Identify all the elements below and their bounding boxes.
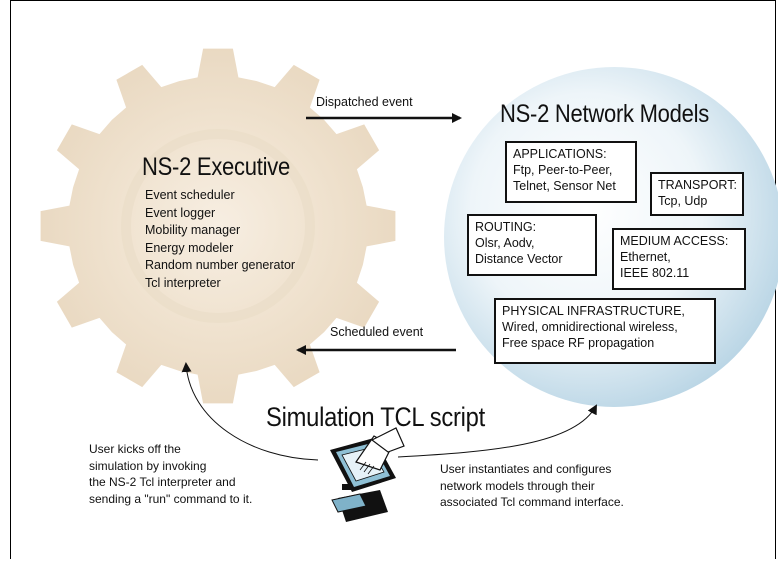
applications-line: Telnet, Sensor Net <box>513 179 616 193</box>
transport-box: TRANSPORT: Tcp, Udp <box>650 172 744 216</box>
routing-heading: ROUTING: <box>475 220 537 234</box>
configure-curve-arrow <box>397 404 597 458</box>
computer-icon <box>330 427 405 522</box>
executive-item: Random number generator <box>145 258 296 272</box>
dispatched-event-label: Dispatched event <box>316 95 413 109</box>
scheduled-event-label: Scheduled event <box>330 325 424 339</box>
applications-heading: APPLICATIONS: <box>513 147 607 161</box>
medium-access-line: IEEE 802.11 <box>620 266 690 280</box>
executive-item: Mobility manager <box>145 223 241 237</box>
executive-item: Event scheduler <box>145 188 235 202</box>
medium-access-line: Ethernet, <box>620 250 671 264</box>
executive-gear <box>40 48 396 404</box>
left-caption-line: User kicks off the <box>89 442 181 456</box>
physical-line: Wired, omnidirectional wireless, <box>502 320 678 334</box>
executive-component-list: Event scheduler Event logger Mobility ma… <box>145 187 295 292</box>
executive-item: Energy modeler <box>145 240 234 255</box>
medium-access-heading: MEDIUM ACCESS: <box>620 234 729 248</box>
routing-line: Distance Vector <box>475 252 563 266</box>
transport-heading: TRANSPORT: <box>658 178 737 192</box>
executive-item: Tcl interpreter <box>145 275 221 290</box>
left-caption-line: sending a "run" command to it. <box>89 491 253 506</box>
simulation-script-title: Simulation TCL script <box>266 402 485 432</box>
applications-line: Ftp, Peer-to-Peer, <box>513 163 613 177</box>
gear-inner-ring <box>121 129 315 323</box>
executive-title: NS-2 Executive <box>142 153 290 181</box>
executive-item: Event logger <box>145 205 216 220</box>
transport-line: Tcp, Udp <box>658 194 708 208</box>
right-caption: User instantiates and configures network… <box>440 461 624 511</box>
physical-heading: PHYSICAL INFRASTRUCTURE, <box>502 304 685 318</box>
network-models-title: NS-2 Network Models <box>500 100 709 128</box>
left-caption-line: the NS-2 Tcl interpreter and <box>89 475 236 489</box>
routing-box: ROUTING: Olsr, Aodv, Distance Vector <box>467 214 597 276</box>
medium-access-box: MEDIUM ACCESS: Ethernet, IEEE 802.11 <box>612 228 746 290</box>
right-caption-line: User instantiates and configures <box>440 462 612 476</box>
left-caption-line: simulation by invoking <box>89 458 207 473</box>
physical-infrastructure-box: PHYSICAL INFRASTRUCTURE, Wired, omnidire… <box>494 298 716 364</box>
routing-line: Olsr, Aodv, <box>475 236 535 250</box>
left-caption: User kicks off the simulation by invokin… <box>89 441 252 507</box>
right-caption-line: associated Tcl command interface. <box>440 495 624 509</box>
physical-line: Free space RF propagation <box>502 336 655 350</box>
kickoff-curve-arrow <box>181 362 319 461</box>
right-caption-line: network models through their <box>440 478 595 493</box>
applications-box: APPLICATIONS: Ftp, Peer-to-Peer, Telnet,… <box>505 141 637 203</box>
